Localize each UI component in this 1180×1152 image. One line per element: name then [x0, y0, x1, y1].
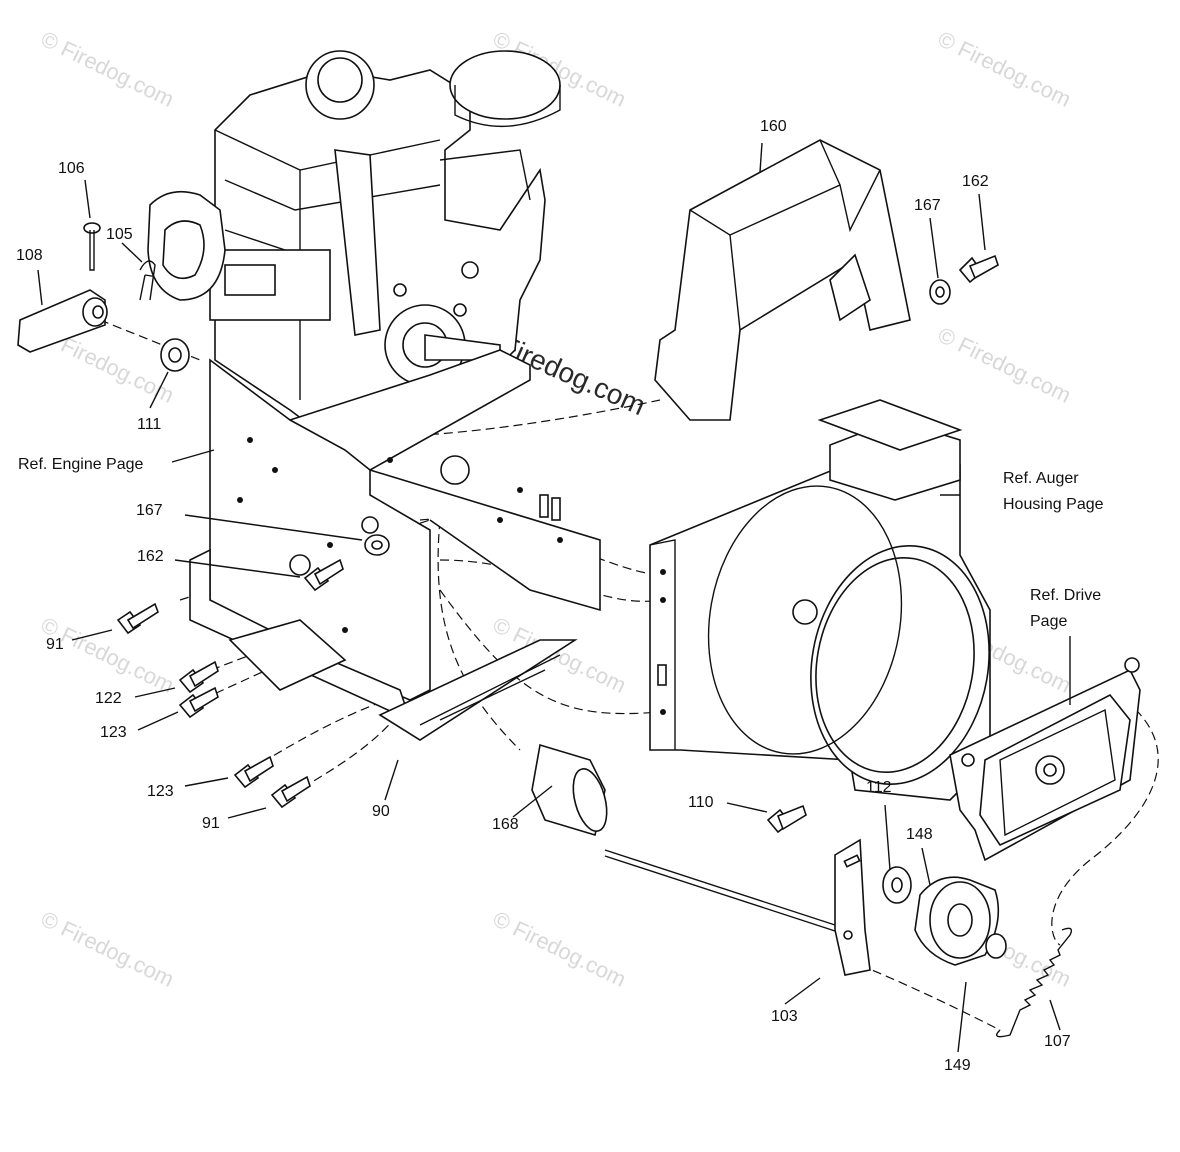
- callout-168: 168: [492, 816, 519, 833]
- washer-icon: [929, 279, 951, 305]
- ref-engine-page: Ref. Engine Page: [18, 456, 144, 473]
- callout-112: 112: [866, 779, 892, 796]
- auger-housing-icon: [649, 399, 991, 801]
- pin-icon: [17, 222, 108, 353]
- callout-167-mid: 167: [136, 502, 163, 519]
- spring-icon: [996, 927, 1073, 1038]
- drive-bracket-icon: [949, 657, 1141, 862]
- frame-icon: [189, 349, 601, 741]
- callout-90: 90: [372, 803, 390, 820]
- ref-auger-line1: Ref. Auger: [1003, 470, 1079, 487]
- callout-149: 149: [944, 1057, 971, 1074]
- callout-107: 107: [1044, 1033, 1071, 1050]
- callout-103: 103: [771, 1008, 798, 1025]
- ref-drive-page: Ref. Drive Page: [1030, 583, 1101, 635]
- callout-162-mid: 162: [137, 548, 164, 565]
- callout-123-lower: 123: [147, 783, 174, 800]
- callout-148: 148: [906, 826, 933, 843]
- ref-auger-line2: Housing Page: [1003, 496, 1104, 513]
- callout-162-top: 162: [962, 173, 989, 190]
- callout-leaders: [37, 142, 1071, 1053]
- callout-108: 108: [16, 247, 43, 264]
- bolt-icon: [116, 254, 999, 834]
- washer-icon: [160, 338, 390, 556]
- ref-auger-housing-page: Ref. Auger Housing Page: [1003, 466, 1104, 518]
- callout-105: 105: [106, 226, 133, 243]
- callout-106: 106: [58, 160, 85, 177]
- callout-91-lower: 91: [202, 815, 220, 832]
- callout-122: 122: [95, 690, 122, 707]
- callout-91-upper: 91: [46, 636, 64, 653]
- callout-123-upper: 123: [100, 724, 127, 741]
- engine-icon: [209, 50, 561, 441]
- gasket-icon: [147, 190, 226, 301]
- hairpin-icon: [139, 260, 156, 301]
- pulley-icon: [531, 743, 1007, 976]
- chute-cover-icon: [654, 139, 911, 421]
- callout-111: 111: [137, 416, 162, 433]
- ref-drive-line2: Page: [1030, 613, 1068, 630]
- callout-160: 160: [760, 118, 787, 135]
- callout-167-top: 167: [914, 197, 941, 214]
- ref-drive-line1: Ref. Drive: [1030, 587, 1102, 604]
- callout-110: 110: [688, 794, 714, 811]
